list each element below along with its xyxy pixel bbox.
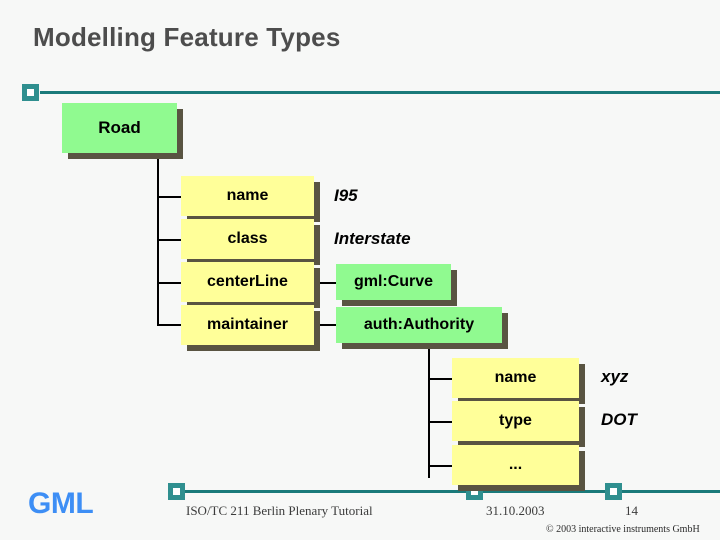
connector-subattr-1 bbox=[428, 421, 452, 423]
attribute-box-class[interactable]: class bbox=[181, 219, 320, 265]
connector-attr-0 bbox=[157, 196, 181, 198]
box-face bbox=[181, 176, 314, 216]
subtree-trunk-line bbox=[428, 345, 430, 478]
attribute-box-name[interactable]: name bbox=[181, 176, 320, 222]
box-face bbox=[62, 103, 177, 153]
type-label: gml:Curve bbox=[353, 273, 434, 290]
header-rule-marker bbox=[22, 84, 39, 101]
box-face bbox=[181, 262, 314, 302]
footer-marker-page bbox=[605, 483, 622, 500]
connector-attr-3 bbox=[157, 324, 181, 326]
box-face bbox=[181, 305, 314, 345]
attribute-label: name bbox=[226, 187, 269, 204]
sub-attribute-box-type[interactable]: type bbox=[452, 401, 585, 447]
sub-attribute-label: type bbox=[499, 412, 532, 429]
connector-attr-2 bbox=[157, 282, 181, 284]
footer-marker-left bbox=[168, 483, 185, 500]
box-face bbox=[336, 264, 451, 300]
footer-rule bbox=[178, 490, 720, 493]
sub-attribute-value-name: xyz bbox=[601, 367, 629, 386]
sub-attribute-label: ... bbox=[508, 456, 523, 473]
connector-subattr-0 bbox=[428, 378, 452, 380]
header-rule bbox=[40, 91, 720, 94]
gml-logo: GML bbox=[28, 487, 94, 520]
sub-attribute-value-type: DOT bbox=[601, 410, 637, 429]
feature-type-label: Road bbox=[98, 118, 141, 137]
attribute-value-name: I95 bbox=[334, 186, 358, 205]
connector-maintainer-type bbox=[314, 324, 336, 326]
feature-type-box-road[interactable]: Road bbox=[62, 103, 183, 159]
footer-copyright: © 2003 interactive instruments GmbH bbox=[546, 524, 700, 535]
sub-attribute-box-ellipsis[interactable]: ... bbox=[452, 445, 585, 491]
footer-tutorial-text: ISO/TC 211 Berlin Plenary Tutorial bbox=[186, 503, 373, 518]
footer-page-number: 14 bbox=[625, 503, 638, 518]
type-label: auth:Authority bbox=[363, 316, 475, 333]
box-face bbox=[452, 401, 579, 441]
attribute-label: maintainer bbox=[207, 316, 288, 333]
box-face bbox=[181, 219, 314, 259]
sub-attribute-label: name bbox=[494, 369, 537, 386]
type-box-auth-authority[interactable]: auth:Authority bbox=[336, 307, 508, 349]
page-title: Modelling Feature Types bbox=[33, 22, 341, 52]
box-face bbox=[452, 445, 579, 485]
connector-centerline-type bbox=[314, 282, 336, 284]
attribute-label: class bbox=[227, 230, 268, 247]
connector-subattr-2 bbox=[428, 465, 452, 467]
connector-attr-1 bbox=[157, 239, 181, 241]
attribute-value-class: Interstate bbox=[334, 229, 411, 248]
sub-attribute-box-name[interactable]: name bbox=[452, 358, 585, 404]
type-box-gml-curve[interactable]: gml:Curve bbox=[336, 264, 457, 306]
box-face bbox=[336, 307, 502, 343]
box-face bbox=[452, 358, 579, 398]
attribute-box-maintainer[interactable]: maintainer bbox=[181, 305, 320, 351]
attribute-label: centerLine bbox=[207, 273, 288, 290]
footer-date: 31.10.2003 bbox=[486, 503, 545, 518]
attribute-box-centerline[interactable]: centerLine bbox=[181, 262, 320, 308]
